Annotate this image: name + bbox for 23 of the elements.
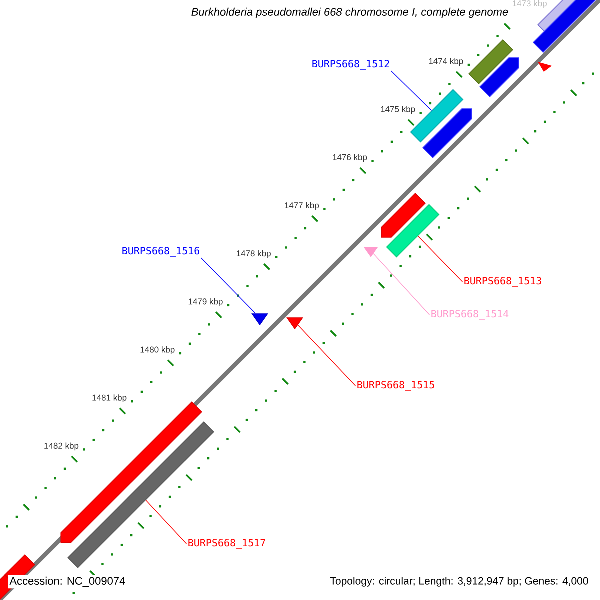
- gene-label: BURPS668_1513: [464, 277, 542, 287]
- leader-line: [373, 253, 430, 316]
- gene-label: BURPS668_1512: [312, 60, 390, 70]
- gene-label: BURPS668_1515: [358, 381, 434, 391]
- leader-line: [418, 236, 464, 282]
- scale-label: 1476 kbp: [333, 154, 368, 162]
- gene-label: BURPS668_1514: [432, 310, 509, 320]
- scale-label: 1480 kbp: [140, 346, 175, 354]
- title: Burkholderia pseudomallei 668 chromosome I, complete genome: [192, 8, 508, 18]
- leader-line: [298, 324, 356, 386]
- gene-label: BURPS668_1517: [188, 539, 266, 549]
- accession-text: Accession: NC_009074: [8, 575, 128, 589]
- gene-box: [386, 204, 440, 258]
- leader-line: [146, 500, 188, 544]
- leader-line: [390, 70, 432, 112]
- genome-info-text: Topology: circular; Length: 3,912,947 bp; Genes: 4,000: [330, 577, 588, 587]
- scale-label: 1482 kbp: [44, 442, 79, 451]
- scale-label: 1478 kbp: [236, 250, 271, 258]
- leader-line: [200, 258, 256, 314]
- gene-label: BURPS668_1516: [122, 247, 200, 257]
- scale-label: 1475 kbp: [381, 106, 416, 114]
- scale-label: 1473 kbp: [512, 0, 547, 8]
- scale-label: 1477 kbp: [285, 202, 320, 210]
